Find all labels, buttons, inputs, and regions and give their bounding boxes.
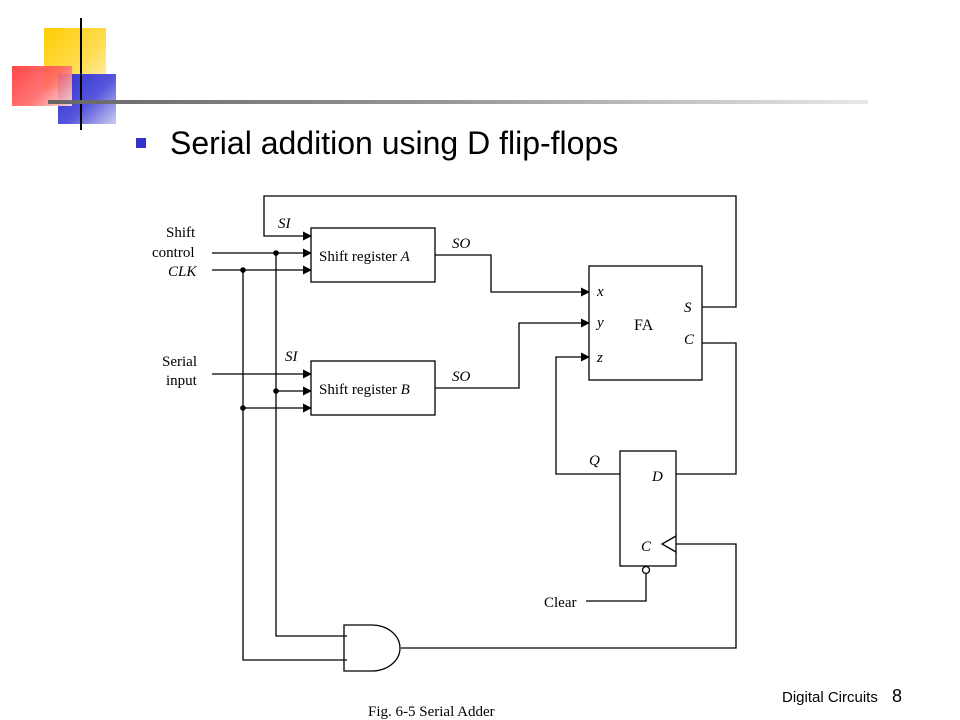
ff-clear-bubble [641,565,651,575]
junction-dot [240,405,246,411]
d-flip-flop-box [619,450,677,567]
fa-s-label: S [684,300,692,316]
ff-c-label: C [641,539,652,555]
wire-so-b-to-y [435,318,590,389]
title-row: Serial addition using D flip-flops [136,118,618,168]
decor-vertical-line [80,18,82,130]
wire-and-to-clock [401,543,737,649]
fa-label: FA [634,317,654,334]
bullet-square-icon [136,138,146,148]
wire-carry-to-d [676,342,737,475]
figure-caption: Fig. 6-5 Serial Adder [368,704,495,720]
wire-clk-vertical [242,270,347,661]
wire-sum-feedback [263,195,737,308]
wire-so-a-to-x [435,254,590,297]
label-control: control [152,245,195,261]
label-serial: Serial [162,354,197,370]
ff-clock-triangle [660,535,677,553]
and-gate [343,624,401,672]
fa-x-label: x [596,284,604,300]
junction-dot [240,267,246,273]
junction-dot [273,250,279,256]
slide-title: Serial addition using D flip-flops [170,124,619,161]
ff-q-label: Q [589,453,600,469]
register-b-si-label: SI [285,349,299,365]
ff-d-label: D [651,469,663,485]
page-number: 8 [892,686,903,706]
wire-clear [586,574,647,602]
label-input: input [166,373,198,389]
register-b-so-label: SO [452,369,471,385]
wire-shift-control-vertical [275,253,347,637]
decor-horizontal-line [48,100,868,104]
wire-q-to-z [555,352,620,475]
register-a-si-label: SI [278,216,292,232]
fa-y-label: y [595,315,604,331]
label-clk: CLK [168,264,197,280]
fa-z-label: z [596,350,603,366]
junction-dot [273,388,279,394]
decor-red-square [12,66,72,106]
footer-text: Digital Circuits [782,689,878,706]
register-a-so-label: SO [452,236,471,252]
label-clear: Clear [544,595,576,611]
register-a-label: Shift register A [319,249,411,265]
register-b-label: Shift register B [319,382,410,398]
label-shift: Shift [166,225,196,241]
fa-c-label: C [684,332,695,348]
